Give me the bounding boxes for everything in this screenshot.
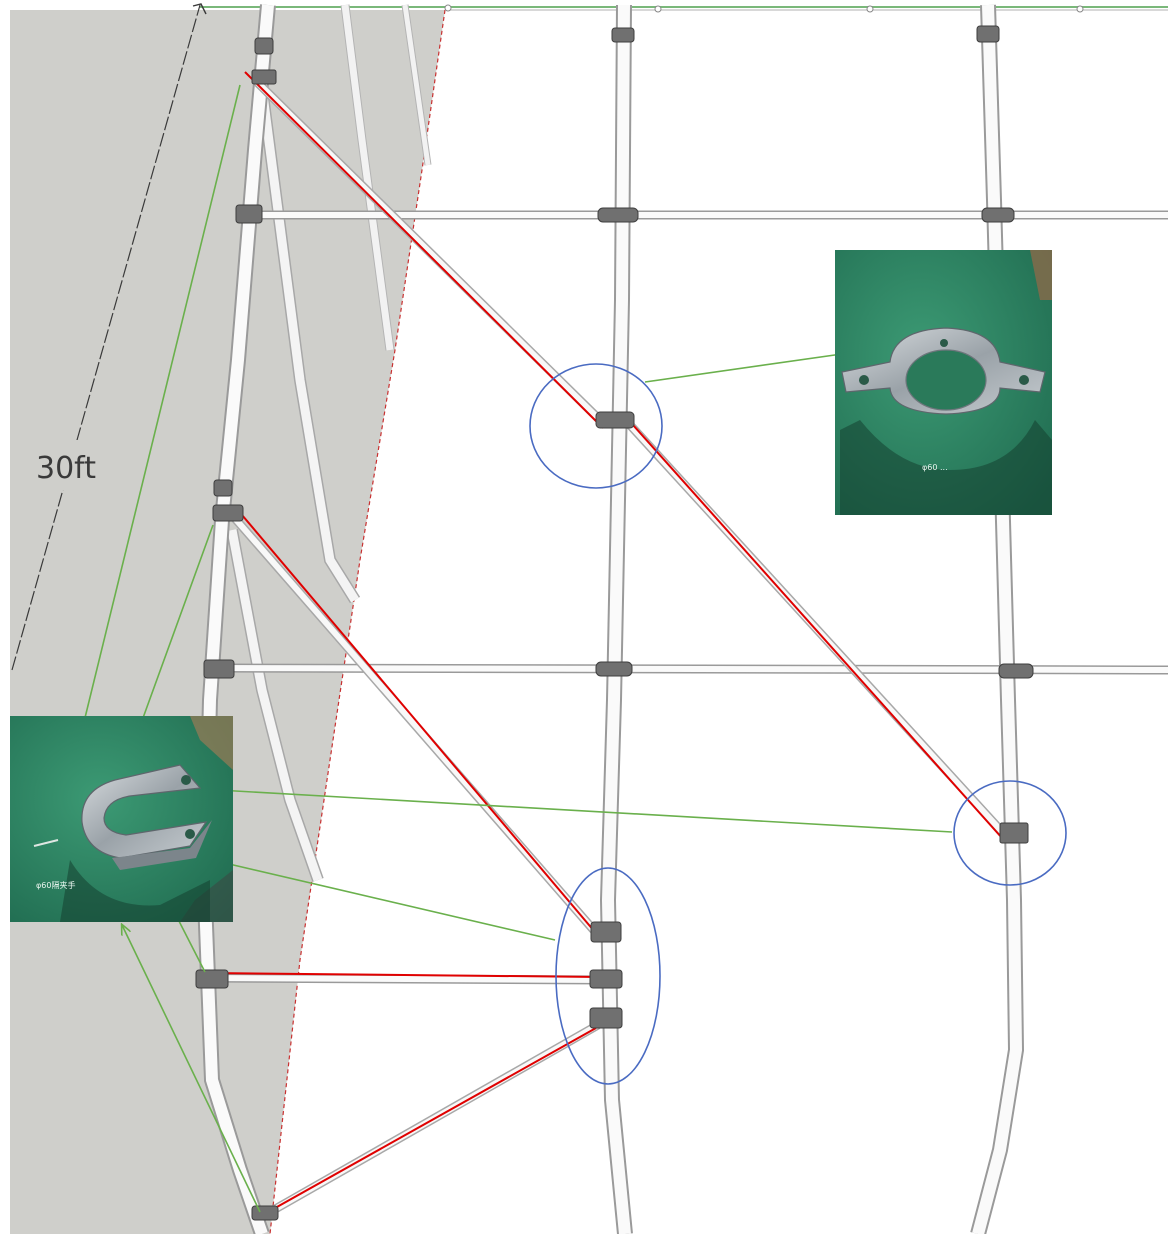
dimension-line	[11, 4, 201, 671]
ridge-knots	[444, 4, 1084, 13]
callout-circle-top	[529, 363, 663, 489]
u-clamp-photo: φ60隔夹手	[10, 716, 233, 922]
gray-panel	[10, 10, 445, 1234]
saddle-clamp-caption: φ60 ...	[922, 463, 948, 472]
dimension-label: 30ft	[36, 451, 96, 486]
bracing-lines	[209, 71, 1003, 1213]
pipe-clamps	[195, 25, 1034, 1221]
panel-edge	[269, 9, 446, 1234]
callout-arrows	[82, 84, 953, 1213]
callout-circle-bottom	[555, 867, 661, 1085]
callout-circle-right	[953, 780, 1067, 886]
right-post	[970, 4, 1025, 1234]
saddle-clamp-photo: φ60 ...	[835, 250, 1052, 515]
u-clamp-caption: φ60隔夹手	[36, 880, 75, 890]
panel-tubes	[226, 4, 432, 882]
callout-circles	[529, 363, 1067, 1085]
center-post	[599, 4, 633, 1234]
